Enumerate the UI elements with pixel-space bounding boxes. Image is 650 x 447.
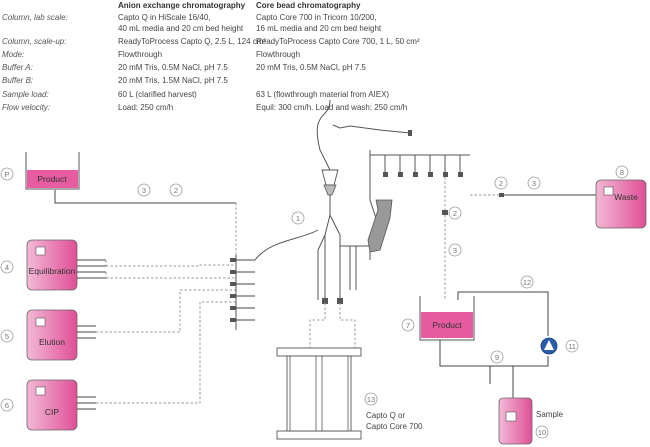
marker-2-left-label: 2: [174, 186, 178, 195]
product-line: [54, 190, 236, 204]
marker-10: [535, 425, 549, 439]
row-mode-c1: Flowthrough: [118, 50, 162, 59]
marker-6-label: 6: [5, 401, 9, 410]
marker-5-label: 5: [5, 332, 9, 341]
marker-13: [364, 392, 378, 406]
recirculation-loop: [439, 291, 549, 367]
row-buffer-a-c1: 20 mM Tris, 0.5M NaCl, pH 7.5: [118, 63, 228, 72]
parameter-table: Anion exchange chromatography Core bead …: [2, 1, 420, 112]
marker-4: [0, 260, 14, 274]
marker-3-waste-label: 3: [532, 179, 536, 188]
row-label-buffer-b: Buffer B:: [2, 76, 33, 85]
row-column-lab-c2-line1: Capto Core 700 in Tricorn 10/200,: [256, 13, 377, 22]
marker-6: [0, 398, 14, 412]
cip-dash: [96, 301, 236, 404]
marker-3-waste: [527, 176, 541, 190]
marker-2-right: [448, 206, 462, 220]
marker-9: [490, 350, 504, 364]
sample-lines: [489, 366, 514, 398]
row-flow-velocity-c1: Load: 250 cm/h: [118, 103, 173, 112]
marker-2-left: [169, 183, 183, 197]
row-column-lab-c1-line1: Capto Q in HiScale 16/40,: [118, 13, 211, 22]
sample-bag: [498, 397, 533, 445]
row-label-column-scaleup: Column, scale-up:: [2, 37, 66, 46]
marker-10-label: 10: [538, 428, 546, 437]
marker-12-label: 12: [523, 278, 531, 287]
sample-label: Sample: [536, 410, 564, 419]
elution-vessel: Elution: [26, 309, 78, 361]
marker-2-right-label: 2: [453, 209, 457, 218]
product-recirc-label: Product: [432, 320, 462, 330]
elution-lines: [77, 325, 96, 339]
column-label-line2: Capto Core 700: [366, 422, 423, 431]
row-label-sample-load: Sample load:: [2, 90, 49, 99]
marker-9-label: 9: [495, 353, 499, 362]
equilibration-vessel: Equilibration: [26, 239, 78, 291]
product-recirc-vessel: Product: [419, 296, 475, 341]
row-label-flow-velocity: Flow velocity:: [2, 103, 50, 112]
equilibration-lines: [77, 259, 106, 279]
col1-header: Anion exchange chromatography: [118, 1, 246, 10]
marker-1: [291, 211, 305, 225]
marker-11-label: 11: [568, 342, 576, 351]
row-column-scaleup-c1: ReadyToProcess Capto Q, 2.5 L, 124 cm²: [118, 37, 266, 46]
col2-header: Core bead chromatography: [256, 1, 361, 10]
product-vessel-top: Product: [25, 152, 80, 190]
row-buffer-b-c1: 20 mM Tris, 1.5M NaCl, pH 7.5: [118, 76, 228, 85]
marker-3-right-label: 3: [453, 246, 457, 255]
column: [276, 347, 362, 440]
product-top-label: Product: [37, 174, 67, 184]
cip-vessel: CIP: [26, 379, 78, 431]
marker-5: [0, 329, 14, 343]
marker-2-waste: [494, 176, 508, 190]
marker-7-label: 7: [406, 321, 410, 330]
row-column-lab-c2-line2: 16 mL media and 20 cm bed height: [256, 24, 382, 33]
waste-label: Waste: [614, 192, 638, 202]
cip-label: CIP: [45, 407, 60, 417]
marker-p: [0, 167, 14, 181]
row-mode-c2: Flowthrough: [256, 50, 300, 59]
column-feed-dash: [309, 303, 356, 348]
marker-8: [615, 165, 629, 179]
marker-8-label: 8: [620, 168, 624, 177]
row-label-column-lab: Column, lab scale:: [2, 13, 68, 22]
marker-3-right: [448, 243, 462, 257]
marker-7: [401, 318, 415, 332]
row-column-scaleup-c2: ReadyToProcess Capto Core 700, 1 L, 50 c…: [256, 37, 420, 46]
column-label-line1: Capto Q or: [366, 411, 405, 420]
marker-3-left-label: 3: [142, 186, 146, 195]
marker-p-label: P: [4, 170, 9, 179]
waste-vessel: Waste: [595, 179, 647, 229]
row-label-mode: Mode:: [2, 50, 24, 59]
marker-11: [565, 339, 579, 353]
row-sample-load-c2: 63 L (flowthrough material from AIEX): [256, 90, 389, 99]
pump-arrow-icon: [544, 340, 554, 350]
marker-4-label: 4: [5, 263, 9, 272]
row-flow-velocity-c2: Equil: 300 cm/h. Load and wash: 250 cm/h: [256, 103, 407, 112]
elution-label: Elution: [39, 337, 65, 347]
equilibration-dash: [106, 264, 236, 279]
flow-kit-assembly: [316, 99, 470, 304]
elution-dash: [96, 289, 236, 333]
cip-lines: [77, 396, 96, 410]
row-sample-load-c1: 60 L (clarified harvest): [118, 90, 197, 99]
marker-3-left: [137, 183, 151, 197]
marker-2-waste-label: 2: [499, 179, 503, 188]
row-column-lab-c1-line2: 40 mL media and 20 cm bed height: [118, 24, 244, 33]
row-label-buffer-a: Buffer A:: [2, 63, 33, 72]
row-buffer-a-c2: 20 mM Tris, 0.5M NaCl, pH 7.5: [256, 63, 366, 72]
inlet-manifold: [230, 229, 319, 330]
equilibration-label: Equilibration: [29, 266, 76, 276]
marker-1-label: 1: [296, 214, 300, 223]
marker-13-label: 13: [367, 395, 375, 404]
marker-12: [520, 275, 534, 289]
